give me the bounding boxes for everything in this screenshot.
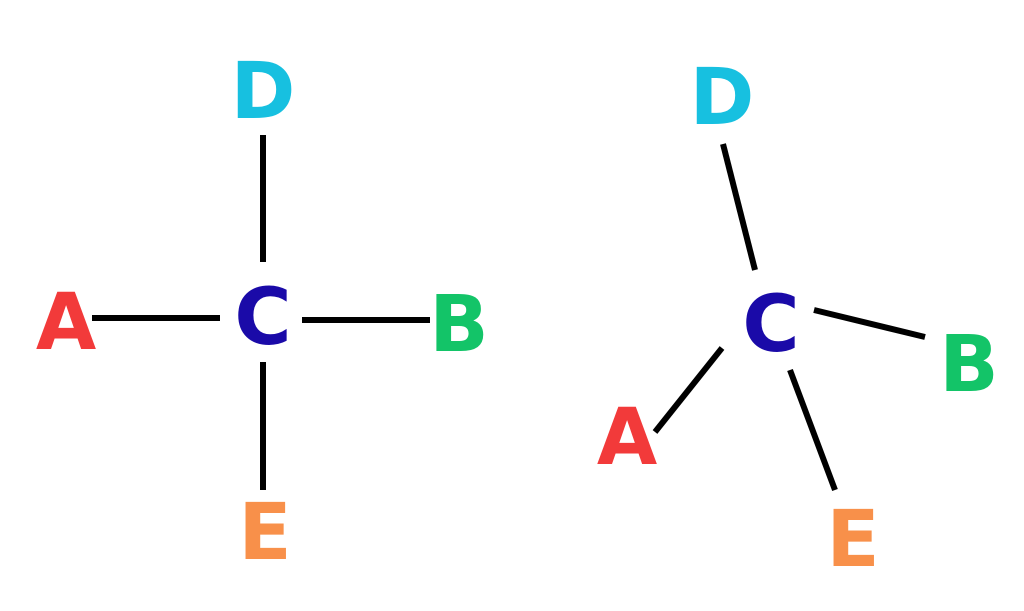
right-atom-a: A [597, 393, 657, 483]
right-bond-c-d [720, 143, 758, 271]
left-structure: A B C D E [36, 47, 489, 578]
right-atom-d: D [690, 53, 755, 143]
right-structure: A B C D E [597, 53, 999, 585]
right-bond-c-a [652, 346, 725, 434]
right-bond-c-b [813, 307, 926, 340]
left-atom-a: A [36, 278, 96, 368]
right-bond-c-e [787, 368, 838, 492]
left-atom-b: B [429, 280, 488, 370]
left-atom-c: C [234, 273, 291, 363]
right-atom-e: E [826, 495, 879, 585]
right-atom-b: B [939, 320, 998, 410]
left-atom-d: D [231, 47, 296, 137]
right-atom-c: C [742, 280, 799, 370]
left-atom-e: E [238, 488, 291, 578]
